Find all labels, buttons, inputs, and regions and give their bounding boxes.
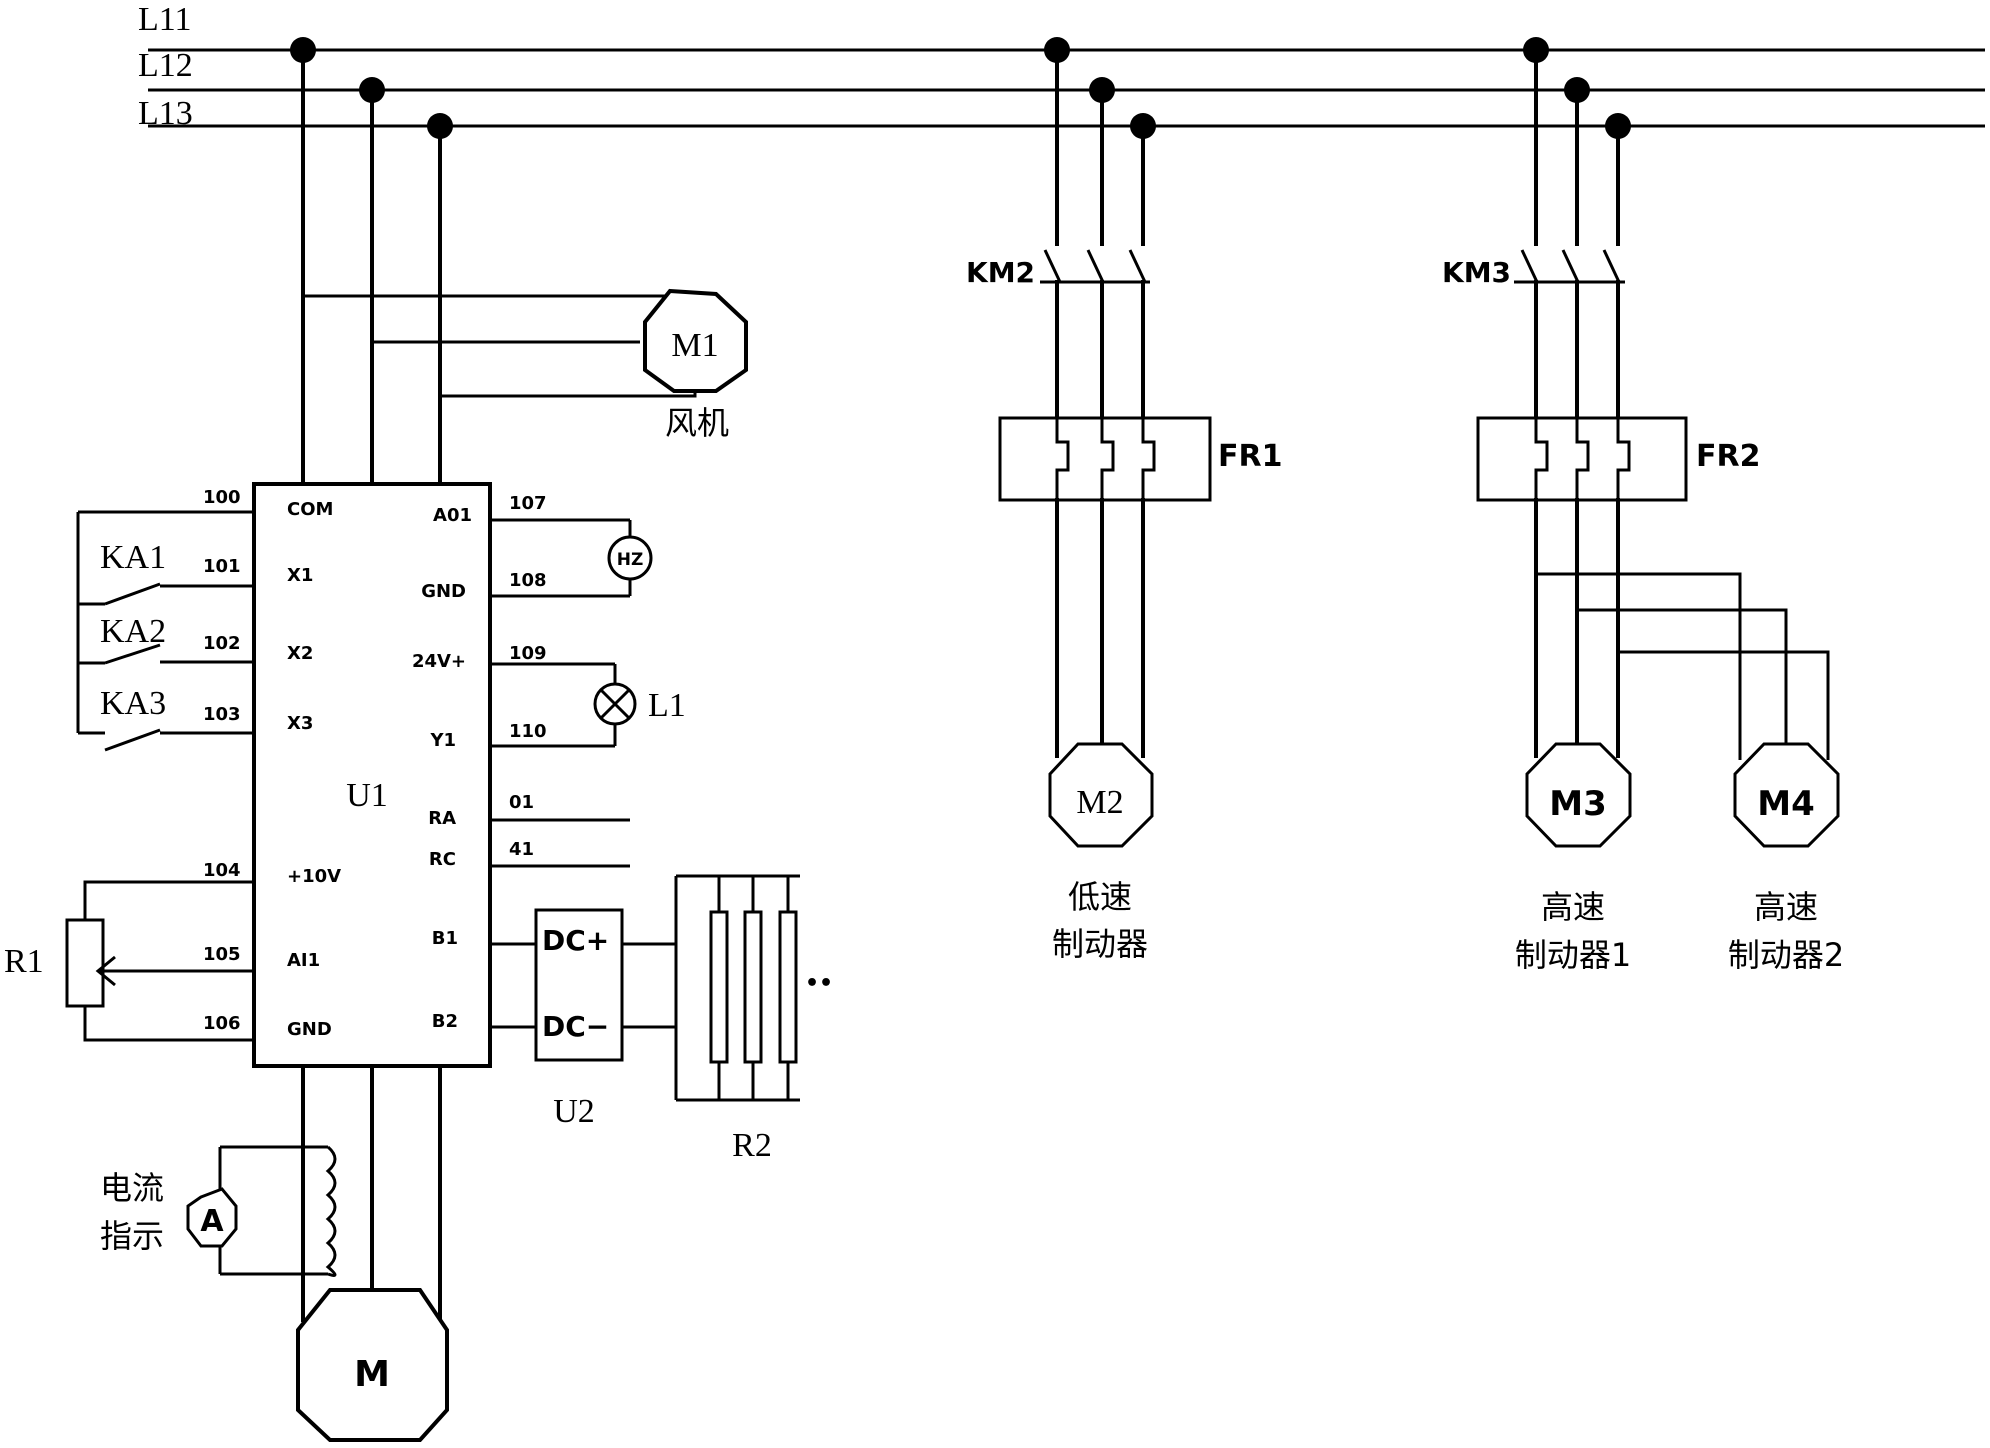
- overload-fr2-label: FR2: [1696, 439, 1760, 474]
- brake-unit-label: U2: [553, 1093, 595, 1130]
- brake-m4-caption-line2: 制动器2: [1728, 936, 1844, 974]
- brake-motor-m2-label: M2: [1076, 784, 1123, 821]
- bus-label-l12: L12: [138, 47, 193, 84]
- lamp-label: L1: [648, 687, 686, 724]
- pin-ai1: AI1: [287, 950, 320, 971]
- ammeter-symbol: A: [200, 1204, 224, 1239]
- main-motor-label: M: [354, 1354, 390, 1395]
- pin-rc: RC: [429, 849, 456, 870]
- inverter-u1: U1 COM X1 X2 X3 +10V AI1 GND 100 101 102…: [203, 484, 547, 1066]
- resistor-more-mark: ••: [805, 971, 833, 996]
- pin-num-102: 102: [203, 633, 241, 654]
- pin-y1: Y1: [429, 730, 456, 751]
- bus-label-l11: L11: [138, 1, 192, 38]
- ammeter-caption-line1: 电流: [100, 1169, 164, 1207]
- pin-num-41: 41: [509, 839, 534, 860]
- inverter-supply: [303, 50, 695, 485]
- pin-a01: A01: [433, 505, 472, 526]
- pin-b2: B2: [432, 1011, 458, 1032]
- motor-output: [303, 1066, 440, 1320]
- brake-motor-m4-label: M4: [1757, 784, 1815, 824]
- contactor-km2-label: KM2: [966, 256, 1035, 289]
- brake-m3-caption-line1: 高速: [1541, 888, 1605, 926]
- pin-num-103: 103: [203, 704, 241, 725]
- brake-resistor-label: R2: [732, 1127, 772, 1164]
- high-speed-branch: KM3 FR2 M3 高速 制动器1 M4 高速 制动器2: [1442, 50, 1844, 974]
- pin-num-109: 109: [509, 643, 547, 664]
- pin-gnd-right: GND: [421, 581, 466, 602]
- fan-caption: 风机: [665, 404, 729, 442]
- brake-unit-minus: DC−: [542, 1010, 609, 1043]
- main-motor: M: [298, 1290, 447, 1440]
- meter-label: HZ: [617, 550, 644, 570]
- pin-num-110: 110: [509, 721, 547, 742]
- pin-ra: RA: [428, 808, 456, 829]
- pin-b1: B1: [432, 928, 458, 949]
- pin-x3: X3: [287, 713, 313, 734]
- pin-num-104: 104: [203, 860, 241, 881]
- brake-m2-caption-line1: 低速: [1068, 878, 1132, 916]
- pin-num-108: 108: [509, 570, 547, 591]
- brake-m3-caption-line2: 制动器1: [1515, 936, 1631, 974]
- current-indicator: A 电流 指示: [100, 1147, 335, 1275]
- pin-num-101: 101: [203, 556, 241, 577]
- pin-num-105: 105: [203, 944, 241, 965]
- brake-m4-caption-line1: 高速: [1754, 888, 1818, 926]
- relay-label-ka3: KA3: [100, 685, 166, 722]
- pin-num-106: 106: [203, 1013, 241, 1034]
- pin-num-100: 100: [203, 487, 241, 508]
- ammeter-caption-line2: 指示: [100, 1217, 164, 1255]
- relay-label-ka1: KA1: [100, 539, 166, 576]
- overload-fr1-label: FR1: [1218, 439, 1282, 474]
- pin-gnd-left: GND: [287, 1019, 332, 1040]
- relay-label-ka2: KA2: [100, 613, 166, 650]
- brake-unit-plus: DC+: [542, 924, 609, 957]
- pin-x1: X1: [287, 565, 313, 586]
- power-bus: L11 L12 L13: [138, 1, 1985, 139]
- inverter-label: U1: [346, 777, 388, 814]
- pin-x2: X2: [287, 643, 313, 664]
- brake-motor-m3-label: M3: [1549, 784, 1607, 824]
- bus-label-l13: L13: [138, 95, 193, 132]
- contactor-km3-label: KM3: [1442, 256, 1511, 289]
- potentiometer-label: R1: [4, 943, 44, 980]
- brake-unit-u2: DC+ DC− U2: [490, 910, 676, 1130]
- brake-m2-caption-line2: 制动器: [1052, 925, 1148, 963]
- pin-num-107: 107: [509, 493, 547, 514]
- pin-num-01: 01: [509, 792, 534, 813]
- fan-motor-m1: M1 风机: [645, 291, 746, 442]
- low-speed-branch: KM2 FR1 M2 低速 制动器: [966, 50, 1282, 963]
- pin-com: COM: [287, 499, 333, 520]
- brake-resistor-r2: •• R2: [676, 876, 833, 1164]
- pin-10v: +10V: [287, 866, 341, 887]
- fan-motor-label: M1: [671, 327, 718, 364]
- pin-24v: 24V+: [412, 651, 466, 672]
